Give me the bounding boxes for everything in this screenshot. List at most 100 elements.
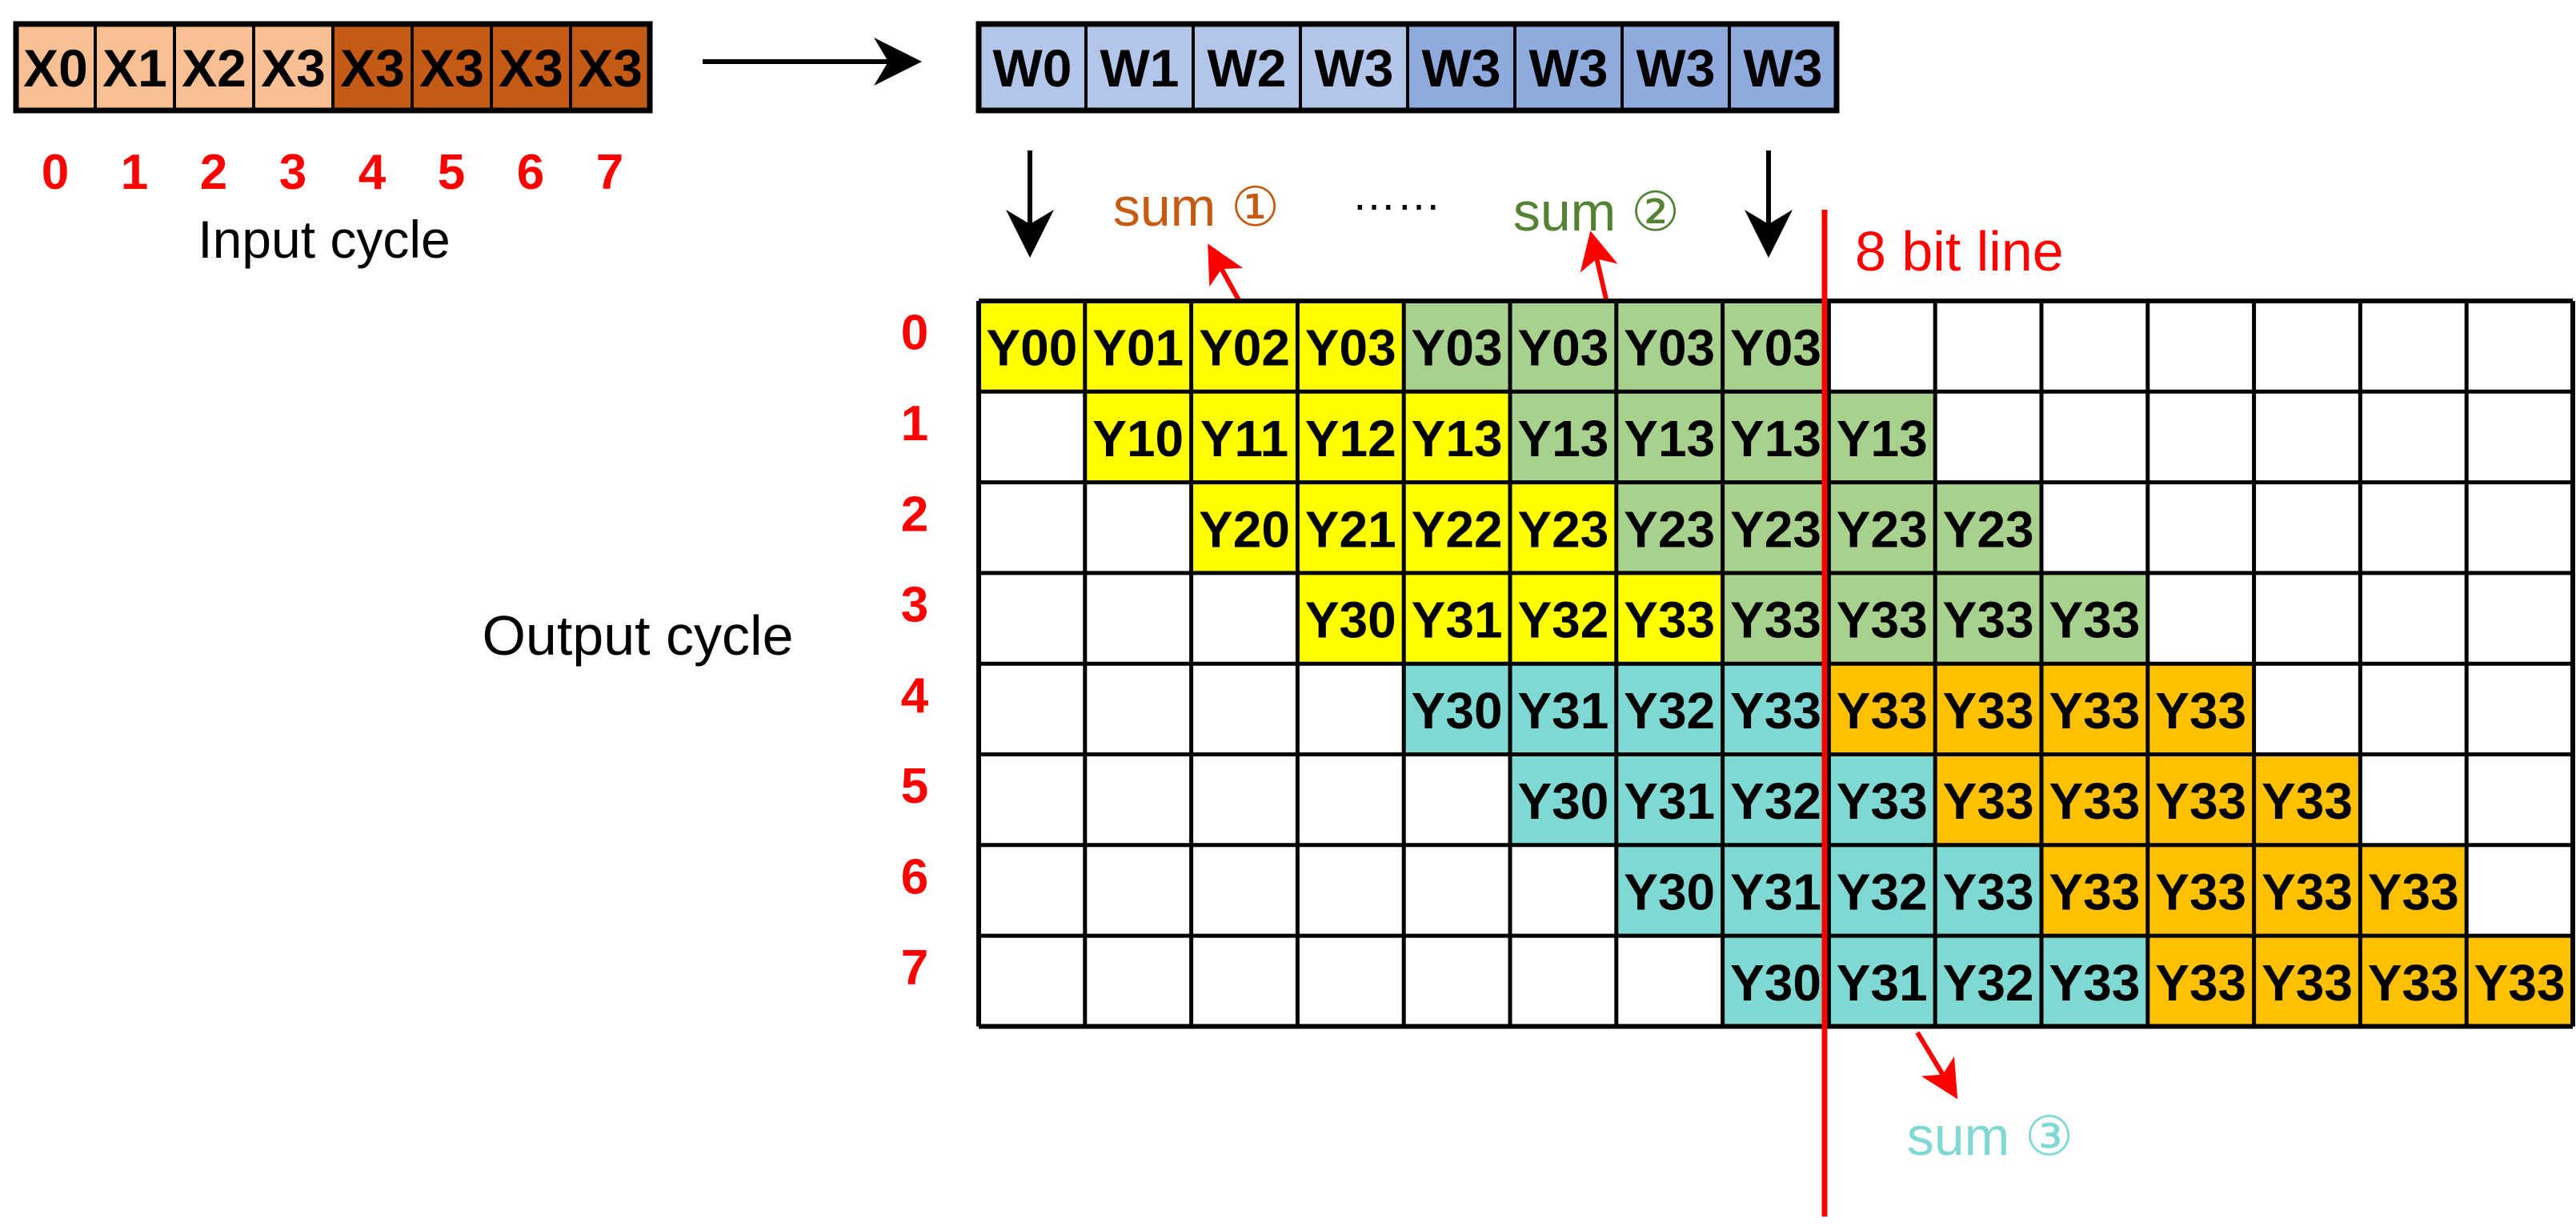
output-cell-empty [1404, 844, 1510, 936]
output-cell-empty [1297, 844, 1404, 936]
output-cell-empty [2253, 301, 2361, 392]
output-cell-label: Y33 [1837, 772, 1928, 830]
input-index: 0 [42, 145, 69, 200]
output-cell-label: Y31 [1837, 954, 1928, 1012]
output-cell-empty [2360, 301, 2467, 392]
output-cell-label: Y22 [1412, 500, 1503, 558]
output-cell-label: Y03 [1517, 319, 1608, 377]
output-cell-empty [979, 482, 1085, 573]
output-cell-empty [2466, 572, 2573, 664]
sum3-pointer-icon [1915, 1031, 1958, 1100]
output-cell-empty [1297, 936, 1404, 1027]
output-cell [1829, 936, 1936, 1027]
output-cell-label: Y21 [1305, 500, 1396, 558]
output-cell [1616, 301, 1723, 392]
output-cell-empty [2466, 482, 2573, 573]
output-cell [1722, 301, 1829, 392]
output-cell [1404, 301, 1510, 392]
output-cell [1084, 391, 1192, 483]
output-cell [1935, 754, 2041, 845]
output-cell-label: Y23 [1517, 500, 1608, 558]
input-index: 2 [200, 145, 227, 200]
output-cell-empty [1510, 936, 1617, 1027]
output-cell-label: Y03 [1624, 319, 1715, 377]
output-cell-empty [979, 844, 1085, 936]
output-cell [1616, 572, 1723, 664]
input-cell-label: X3 [340, 38, 405, 98]
weights-cell-label: W0 [993, 38, 1072, 98]
output-cell [1404, 664, 1510, 755]
output-cell-label: Y13 [1730, 410, 1821, 467]
output-cell-label: Y32 [1943, 954, 2034, 1012]
input-cell-label: X0 [23, 38, 88, 98]
output-cell [1722, 754, 1829, 845]
input-cycle-label: Input cycle [198, 210, 451, 269]
input-cell-label: X3 [499, 38, 563, 98]
output-cell-empty [1935, 391, 2041, 483]
output-cell-empty [1191, 844, 1298, 936]
output-cell-empty [2041, 301, 2148, 392]
output-cell-label: Y32 [1837, 863, 1928, 920]
output-cell-label: Y23 [1730, 500, 1821, 558]
weights-cell-label: W3 [1529, 38, 1608, 98]
output-cell-empty [1616, 936, 1723, 1027]
output-cell [1829, 391, 1936, 483]
output-cell-empty [2253, 572, 2361, 664]
input-cell-label: X3 [419, 38, 484, 98]
output-cell-empty [979, 391, 1085, 483]
output-cell [1935, 936, 2041, 1027]
output-cell-empty [2360, 391, 2467, 483]
output-cell-label: Y01 [1092, 319, 1184, 377]
output-cell [979, 301, 1085, 392]
output-cell-label: Y20 [1199, 500, 1290, 558]
output-cell [2147, 664, 2254, 755]
output-cell [1297, 482, 1404, 573]
output-cell-empty [2147, 301, 2254, 392]
output-cell [1510, 664, 1617, 755]
output-cell [2147, 936, 2254, 1027]
output-cell [1510, 301, 1617, 392]
sum2-pointer-icon [1580, 231, 1618, 303]
output-cell-label: Y23 [1624, 500, 1715, 558]
output-cell-label: Y31 [1517, 682, 1608, 740]
output-cell-empty [1191, 754, 1298, 845]
weights-cell [1621, 22, 1731, 112]
output-cell-label: Y33 [1730, 682, 1821, 740]
output-cell-label: Y33 [2155, 863, 2246, 920]
output-cell-empty [2147, 391, 2254, 483]
output-cell [2253, 754, 2361, 845]
output-cell [2041, 936, 2148, 1027]
output-cell-empty [1297, 754, 1404, 845]
output-cell-label: Y30 [1517, 772, 1608, 830]
input-cell-label: X3 [578, 38, 643, 98]
output-cell [1722, 482, 1829, 573]
output-cell-label: Y33 [2262, 954, 2353, 1012]
output-cell-label: Y33 [1730, 591, 1821, 649]
output-row-index: 5 [901, 759, 928, 814]
output-row-index: 0 [901, 306, 928, 361]
output-cell-label: Y30 [1412, 682, 1503, 740]
output-cell-label: Y11 [1200, 410, 1288, 467]
sum1-pointer-icon [1208, 243, 1244, 302]
weights-cell-label: W3 [1744, 38, 1823, 98]
output-cell-empty [979, 572, 1085, 664]
output-cell [1935, 844, 2041, 936]
output-cell [1191, 301, 1298, 392]
output-cell-empty [1084, 572, 1192, 664]
output-cell [1404, 391, 1510, 483]
output-cell-empty [2466, 844, 2573, 936]
output-cell-label: Y33 [1837, 682, 1928, 740]
ellipsis: …… [1352, 169, 1441, 219]
weights-border [976, 21, 1840, 114]
output-cell [1829, 482, 1936, 573]
input-index: 7 [596, 145, 623, 200]
weights-cell-label: W3 [1422, 38, 1501, 98]
output-cell-label: Y33 [1943, 682, 2034, 740]
input-border [13, 21, 653, 114]
output-cell [1616, 664, 1723, 755]
output-cell-empty [2360, 572, 2467, 664]
output-cell-label: Y33 [2262, 863, 2353, 920]
output-cell-label: Y31 [1730, 863, 1821, 920]
output-cell-label: Y30 [1730, 954, 1821, 1012]
